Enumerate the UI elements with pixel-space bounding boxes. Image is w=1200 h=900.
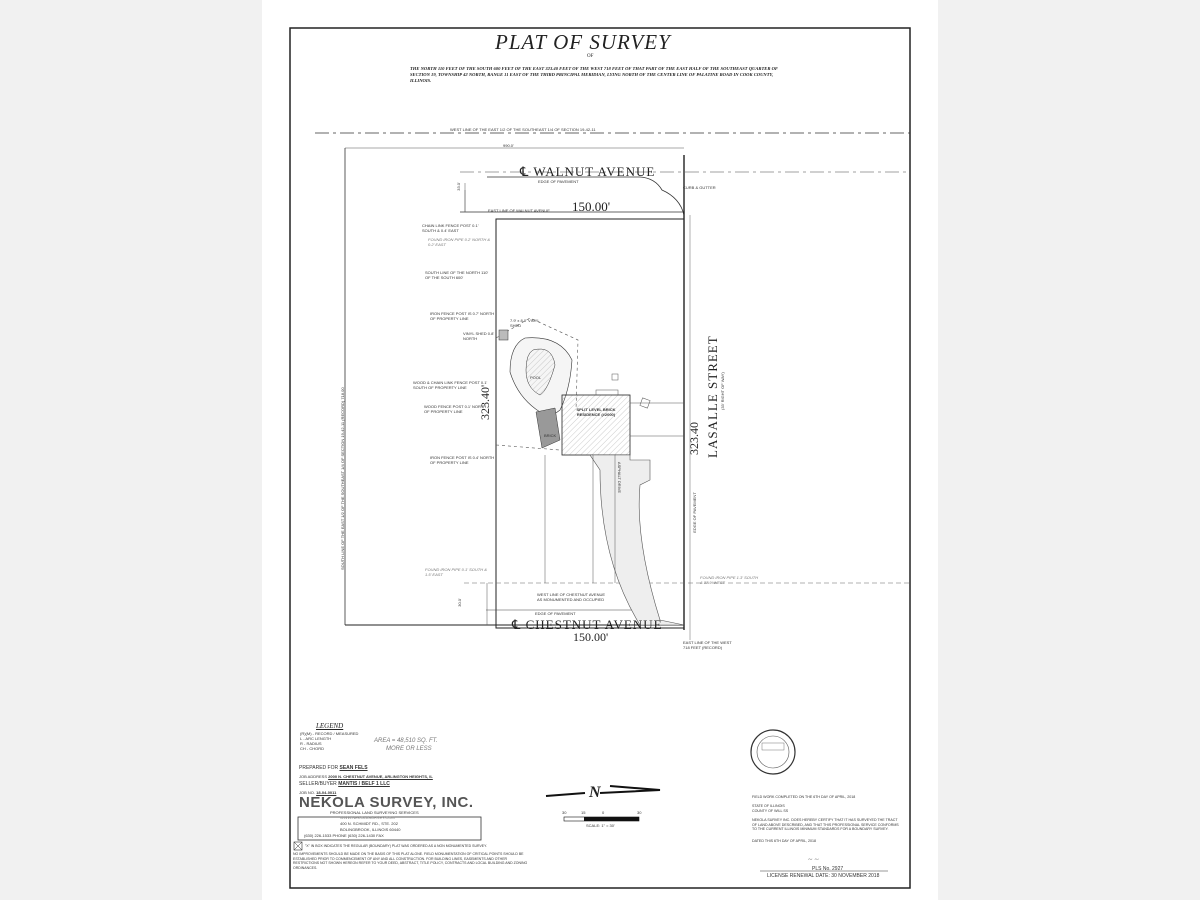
east-dimension: 323.40 — [687, 422, 701, 455]
east-line-walnut-label: EAST LINE OF WALNUT AVENUE — [488, 208, 550, 213]
south-dimension: 150.00' — [573, 630, 609, 644]
walnut-offset: 33.0' — [455, 182, 461, 191]
legend-title: LEGEND — [316, 722, 344, 730]
area-text: AREA = 48,510 SQ. FT. — [374, 738, 438, 744]
wood-chain-note: WOOD & CHAIN LINK FENCE POST 0.1' SOUTH … — [413, 380, 488, 390]
brick-label: BRICK — [544, 433, 557, 438]
scale-tick: 30 — [562, 810, 567, 815]
chestnut-offset: 30.0' — [456, 598, 462, 607]
iron-post-note-1: IRON FENCE POST IS 0.7' NORTH OF PROPERT… — [430, 311, 495, 321]
north-label: N — [589, 784, 601, 801]
cert-dated: DATED THIS 6TH DAY OF APRIL, 2018 — [752, 839, 817, 843]
pool — [525, 348, 556, 396]
company-box — [297, 816, 482, 841]
legend-list: (R)(M) - RECORD / MEASURED L - ARC LENGT… — [300, 731, 358, 751]
shed-size: 7.9' x 8.0' VINYL SHED — [510, 318, 540, 328]
house-label: SPLIT LEVEL BRICK RESIDENCE (#2000) — [576, 407, 616, 417]
chain-link-note: CHAIN LINK FENCE POST 0.1' SOUTH & 0.4' … — [422, 223, 479, 233]
walnut-text: WALNUT AVENUE — [533, 164, 656, 179]
found-pipe-sw: FOUND IRON PIPE 0.1' SOUTH & 1.5' EAST — [425, 567, 487, 577]
iron-post-note-2: IRON FENCE POST IS 0.4' NORTH OF PROPERT… — [430, 455, 495, 465]
job-number: JOB NO. 18-04-0011 — [299, 790, 337, 795]
scale-tick: 0 — [602, 810, 605, 815]
driveway-label: ASPHALT DRIVE — [617, 461, 623, 494]
pls-number: PLS No. 2927 — [812, 866, 844, 872]
company-address-2: BOLINGBROOK, ILLINOIS 60440 — [340, 827, 401, 832]
scale-tick: 15 — [581, 810, 586, 815]
page-title: PLAT OF SURVEY — [495, 30, 671, 54]
signature: ~ ~ — [808, 855, 819, 864]
legal-description: THE NORTH 110 FEET OF THE SOUTH 600 FEET… — [410, 66, 778, 83]
north-dimension: 150.00' — [572, 199, 611, 214]
scale-label: SCALE: 1" = 30' — [586, 823, 615, 828]
found-pipe-nw: FOUND IRON PIPE 0.2' NORTH & 0.2' EAST — [428, 237, 491, 247]
company-website: WWW.NEKOLASURVEY.COM — [340, 815, 395, 820]
area-text-2: MORE OR LESS — [386, 746, 432, 752]
west-line-label: WEST LINE OF THE EAST 1/2 OF THE SOUTHEA… — [450, 127, 596, 132]
chestnut-text: CHESTNUT AVENUE — [525, 617, 663, 632]
company-phone: (630) 226-1533 PHONE (630) 226-1430 FAX — [304, 833, 384, 838]
field-work: FIELD WORK COMPLETED ON THE 6TH DAY OF A… — [752, 795, 856, 799]
legend-item: CH - CHORD — [300, 746, 324, 751]
west-dimension: 323.40' — [478, 384, 492, 420]
pool-label: POOL — [530, 375, 542, 380]
x-checkbox-icon — [293, 841, 303, 851]
edge-right-label: EDGE OF PAVEMENT — [691, 492, 697, 533]
walnut-avenue-label: ℄ WALNUT AVENUE — [520, 164, 656, 179]
scale-tick: 30 — [637, 810, 642, 815]
company-name: NEKOLA SURVEY, INC. — [299, 794, 474, 811]
far-west-line-label: SOUTH LINE OF THE EAST 1/2 OF THE SOUTHE… — [340, 387, 345, 570]
company-address-1: 400 N. SCHMIDT RD., STE. 202 — [340, 821, 398, 826]
prepared-for: PREPARED FOR SEAN FELS — [299, 765, 368, 771]
license-renewal: LICENSE RENEWAL DATE: 30 NOVEMBER 2018 — [767, 873, 880, 879]
curb-label: CURB & GUTTER — [683, 185, 716, 190]
lasalle-street-label: LASALLE STREET — [705, 335, 720, 458]
job-address: JOB ADDRESS 2000 N. CHESTNUT AVENUE, ARL… — [299, 774, 433, 779]
east-line-west-label: EAST LINE OF THE WEST 718 FEET (RECORD) — [683, 640, 732, 650]
legend-item: (R)(M) - RECORD / MEASURED — [300, 731, 359, 736]
north-arrow-icon — [545, 785, 661, 797]
south-line-note: SOUTH LINE OF THE NORTH 110' OF THE SOUT… — [425, 270, 489, 280]
cert-statement: NEKOLA SURVEY INC. DOES HEREBY CERTIFY T… — [752, 818, 899, 831]
walnut-edge-pavement — [487, 176, 685, 216]
brick-patio — [535, 407, 561, 449]
company-tagline: PROFESSIONAL LAND SURVEYING SERVICES — [330, 810, 419, 815]
cert-state: STATE OF ILLINOIS — [752, 804, 785, 808]
chestnut-avenue-label: ℄ CHESTNUT AVENUE — [512, 617, 663, 632]
top-dimension: 990.0' — [503, 143, 514, 148]
cert-county: COUNTY OF WILL SS — [752, 809, 789, 813]
wood-post-note: WOOD FENCE POST 0.1' NORTH OF PROPERTY L… — [424, 404, 487, 414]
shed — [498, 329, 509, 341]
edge-pavement-label: EDGE OF PAVEMENT — [538, 179, 579, 184]
surveyor-seal-icon — [750, 729, 796, 775]
found-pipe-se: FOUND IRON PIPE 1.3' SOUTH & 37.9' WEST — [700, 575, 759, 585]
lasalle-row: (33' RIGHT OF WAY) — [720, 372, 725, 410]
title-of: OF — [587, 54, 594, 59]
sheet-border — [289, 27, 911, 889]
fence-line — [495, 317, 579, 411]
chestnut-edge-label: EDGE OF PAVEMENT — [535, 611, 576, 616]
x-note: "X" IN BOX INDICATES THE REGULAR (BOUNDA… — [305, 844, 487, 848]
driveway — [589, 454, 685, 626]
vinyl-shed-note: VINYL SHED 0.8' NORTH — [463, 331, 495, 341]
house — [561, 394, 631, 456]
legend-item: L - ARC LENGTH — [300, 736, 332, 741]
west-line-chestnut: WEST LINE OF CHESTNUT AVENUE AS MONUMENT… — [537, 592, 606, 602]
seller-buyer: SELLER/BUYER MANTIS / BELF 1 LLC — [299, 781, 390, 787]
legend-item: R - RADIUS — [300, 741, 322, 746]
property-boundary — [495, 218, 685, 629]
disclaimer: NO IMPROVEMENTS SHOULD BE MADE ON THE BA… — [293, 852, 528, 870]
